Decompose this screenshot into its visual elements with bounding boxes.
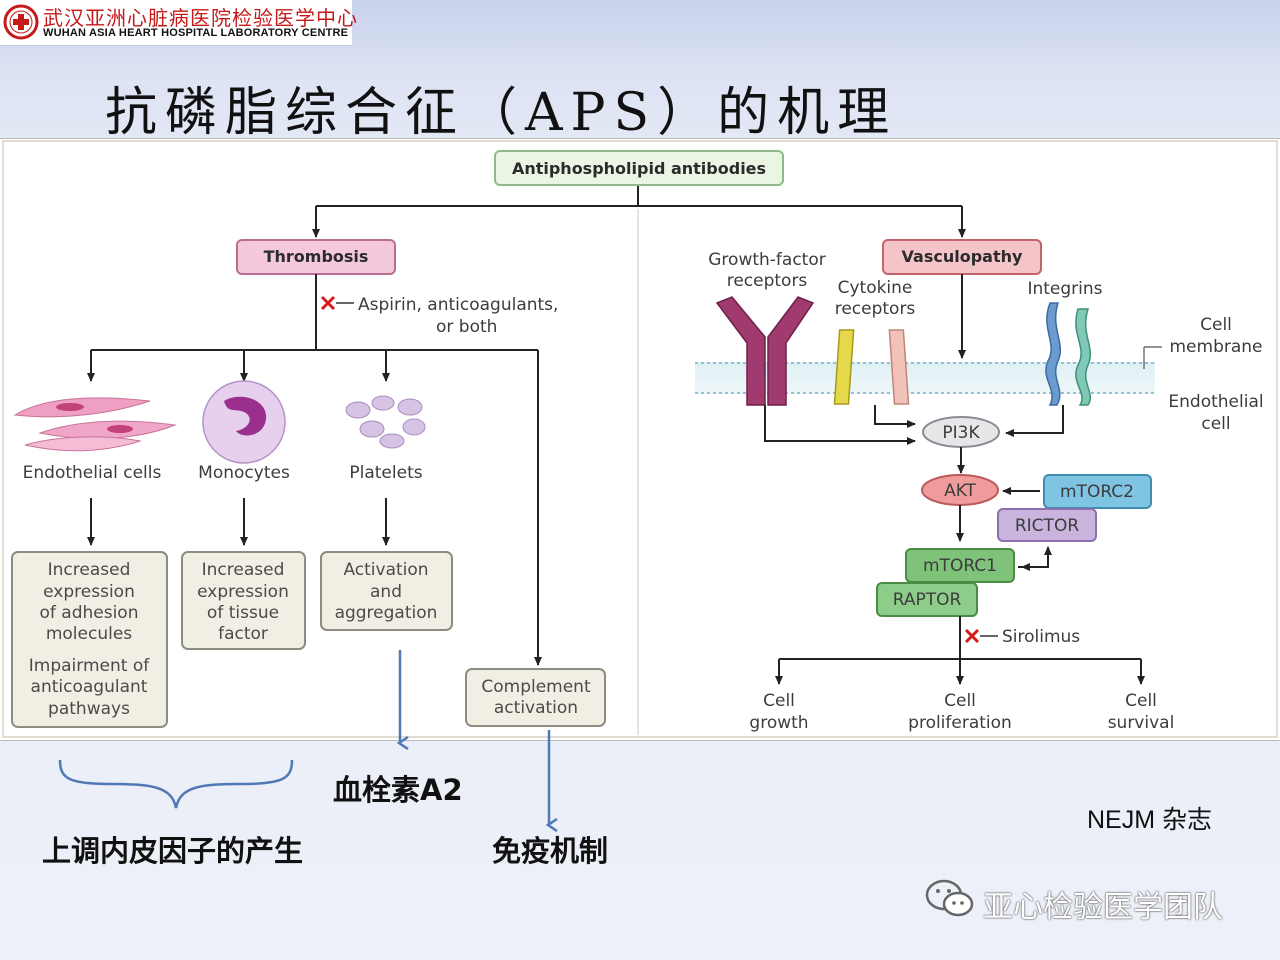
hospital-name-cn: 武汉亚洲心脏病医院检验医学中心 bbox=[43, 6, 358, 30]
sirolimus-cross-icon bbox=[964, 628, 998, 644]
growth-factor-label-2: receptors bbox=[727, 271, 808, 291]
complement-box: Complement activation bbox=[465, 668, 606, 727]
upregulate-label: 上调内皮因子的产生 bbox=[42, 834, 304, 868]
thrombosis-label: Thrombosis bbox=[264, 247, 369, 266]
monocyte-outcome-box: Increased expression of tissue factor bbox=[181, 551, 306, 650]
cell-membrane-label-1: Cell bbox=[1200, 315, 1232, 335]
endothelial-cells-label: Endothelial cells bbox=[23, 463, 162, 483]
watermark-text: 亚心检验医学团队 bbox=[983, 890, 1223, 925]
endothelial-outcome-line: molecules bbox=[46, 624, 132, 644]
raptor-node: RAPTOR bbox=[876, 582, 978, 617]
cell-growth-label-1: Cell bbox=[763, 691, 795, 711]
mtorc2-node: mTORC2 bbox=[1043, 474, 1152, 509]
monocyte-icon bbox=[202, 380, 286, 464]
monocyte-outcome-line: of tissue bbox=[207, 603, 279, 623]
platelet-outcome-line: and bbox=[370, 582, 402, 602]
platelets-icon bbox=[345, 395, 426, 449]
cell-membrane-label-2: membrane bbox=[1169, 337, 1262, 357]
pi3k-node: PI3K bbox=[922, 416, 1000, 448]
aspirin-cross-icon bbox=[320, 295, 354, 311]
platelets-label: Platelets bbox=[349, 463, 422, 483]
wechat-icon bbox=[925, 879, 974, 917]
endothelial-outcome-line: Impairment of bbox=[29, 656, 150, 676]
raptor-label: RAPTOR bbox=[893, 590, 962, 610]
akt-label: AKT bbox=[944, 481, 976, 501]
cell-proliferation-label-2: proliferation bbox=[908, 713, 1012, 733]
aps-mechanism-figure: Antiphospholipid antibodies Thrombosis V… bbox=[0, 138, 1280, 741]
sirolimus-label: Sirolimus bbox=[1002, 627, 1080, 647]
monocytes-label: Monocytes bbox=[198, 463, 290, 483]
vasculopathy-label: Vasculopathy bbox=[902, 247, 1023, 266]
complement-line: Complement bbox=[481, 677, 591, 697]
rictor-node: RICTOR bbox=[997, 508, 1097, 542]
cytokine-label-2: receptors bbox=[835, 299, 916, 319]
endothelial-cell-label-2: cell bbox=[1201, 414, 1230, 434]
endothelial-outcome-line: anticoagulant bbox=[31, 677, 148, 697]
endothelial-outcome-line: of adhesion bbox=[40, 603, 139, 623]
hospital-seal-icon bbox=[3, 4, 39, 40]
root-antibodies-box: Antiphospholipid antibodies bbox=[494, 150, 784, 186]
immune-label: 免疫机制 bbox=[492, 834, 609, 868]
monocyte-outcome-line: expression bbox=[197, 582, 289, 602]
endothelial-cells-icon bbox=[13, 397, 177, 452]
cell-growth-label-2: growth bbox=[749, 713, 808, 733]
endothelial-outcome-box: Increased expression of adhesion molecul… bbox=[11, 551, 168, 728]
akt-node: AKT bbox=[921, 474, 999, 506]
vasculopathy-box: Vasculopathy bbox=[882, 239, 1042, 275]
cytokine-label-1: Cytokine bbox=[838, 278, 913, 298]
endothelial-outcome-line: expression bbox=[43, 582, 135, 602]
monocyte-outcome-line: Increased bbox=[202, 560, 285, 580]
cell-survival-label-2: survival bbox=[1108, 713, 1175, 733]
pi3k-label: PI3K bbox=[942, 423, 980, 443]
slide-title: 抗磷脂综合征（APS）的机理 bbox=[105, 83, 898, 143]
hospital-logo: 武汉亚洲心脏病医院检验医学中心 WUHAN ASIA HEART HOSPITA… bbox=[0, 0, 357, 46]
root-antibodies-label: Antiphospholipid antibodies bbox=[512, 159, 766, 178]
platelet-outcome-box: Activation and aggregation bbox=[320, 551, 453, 631]
rictor-label: RICTOR bbox=[1015, 516, 1079, 536]
endothelial-outcome-line: pathways bbox=[48, 699, 130, 719]
growth-factor-label-1: Growth-factor bbox=[708, 250, 825, 270]
cytokine-receptor-icon bbox=[833, 329, 910, 405]
monocyte-outcome-line: factor bbox=[218, 624, 268, 644]
mtorc1-label: mTORC1 bbox=[923, 556, 997, 576]
thromboxane-label: 血栓素A2 bbox=[333, 773, 463, 807]
aspirin-label-line1: Aspirin, anticoagulants, bbox=[358, 295, 558, 315]
integrin-icon bbox=[1045, 302, 1092, 406]
source-label: NEJM 杂志 bbox=[1087, 806, 1213, 834]
cell-survival-label-1: Cell bbox=[1125, 691, 1157, 711]
mtorc1-node: mTORC1 bbox=[905, 548, 1015, 583]
platelet-outcome-line: Activation bbox=[343, 560, 428, 580]
mechanism-diagram: Antiphospholipid antibodies Thrombosis V… bbox=[2, 140, 1278, 738]
thrombosis-box: Thrombosis bbox=[236, 239, 396, 275]
aspirin-label-line2: or both bbox=[436, 317, 497, 337]
cell-proliferation-label-1: Cell bbox=[944, 691, 976, 711]
complement-line: activation bbox=[494, 698, 578, 718]
endothelial-brace bbox=[58, 759, 294, 809]
platelet-outcome-line: aggregation bbox=[335, 603, 438, 623]
mtorc2-label: mTORC2 bbox=[1060, 482, 1134, 502]
integrins-label: Integrins bbox=[1027, 279, 1102, 299]
endothelial-outcome-line: Increased bbox=[48, 560, 131, 580]
hospital-name-en: WUHAN ASIA HEART HOSPITAL LABORATORY CEN… bbox=[43, 27, 349, 39]
endothelial-cell-label-1: Endothelial bbox=[1168, 392, 1263, 412]
